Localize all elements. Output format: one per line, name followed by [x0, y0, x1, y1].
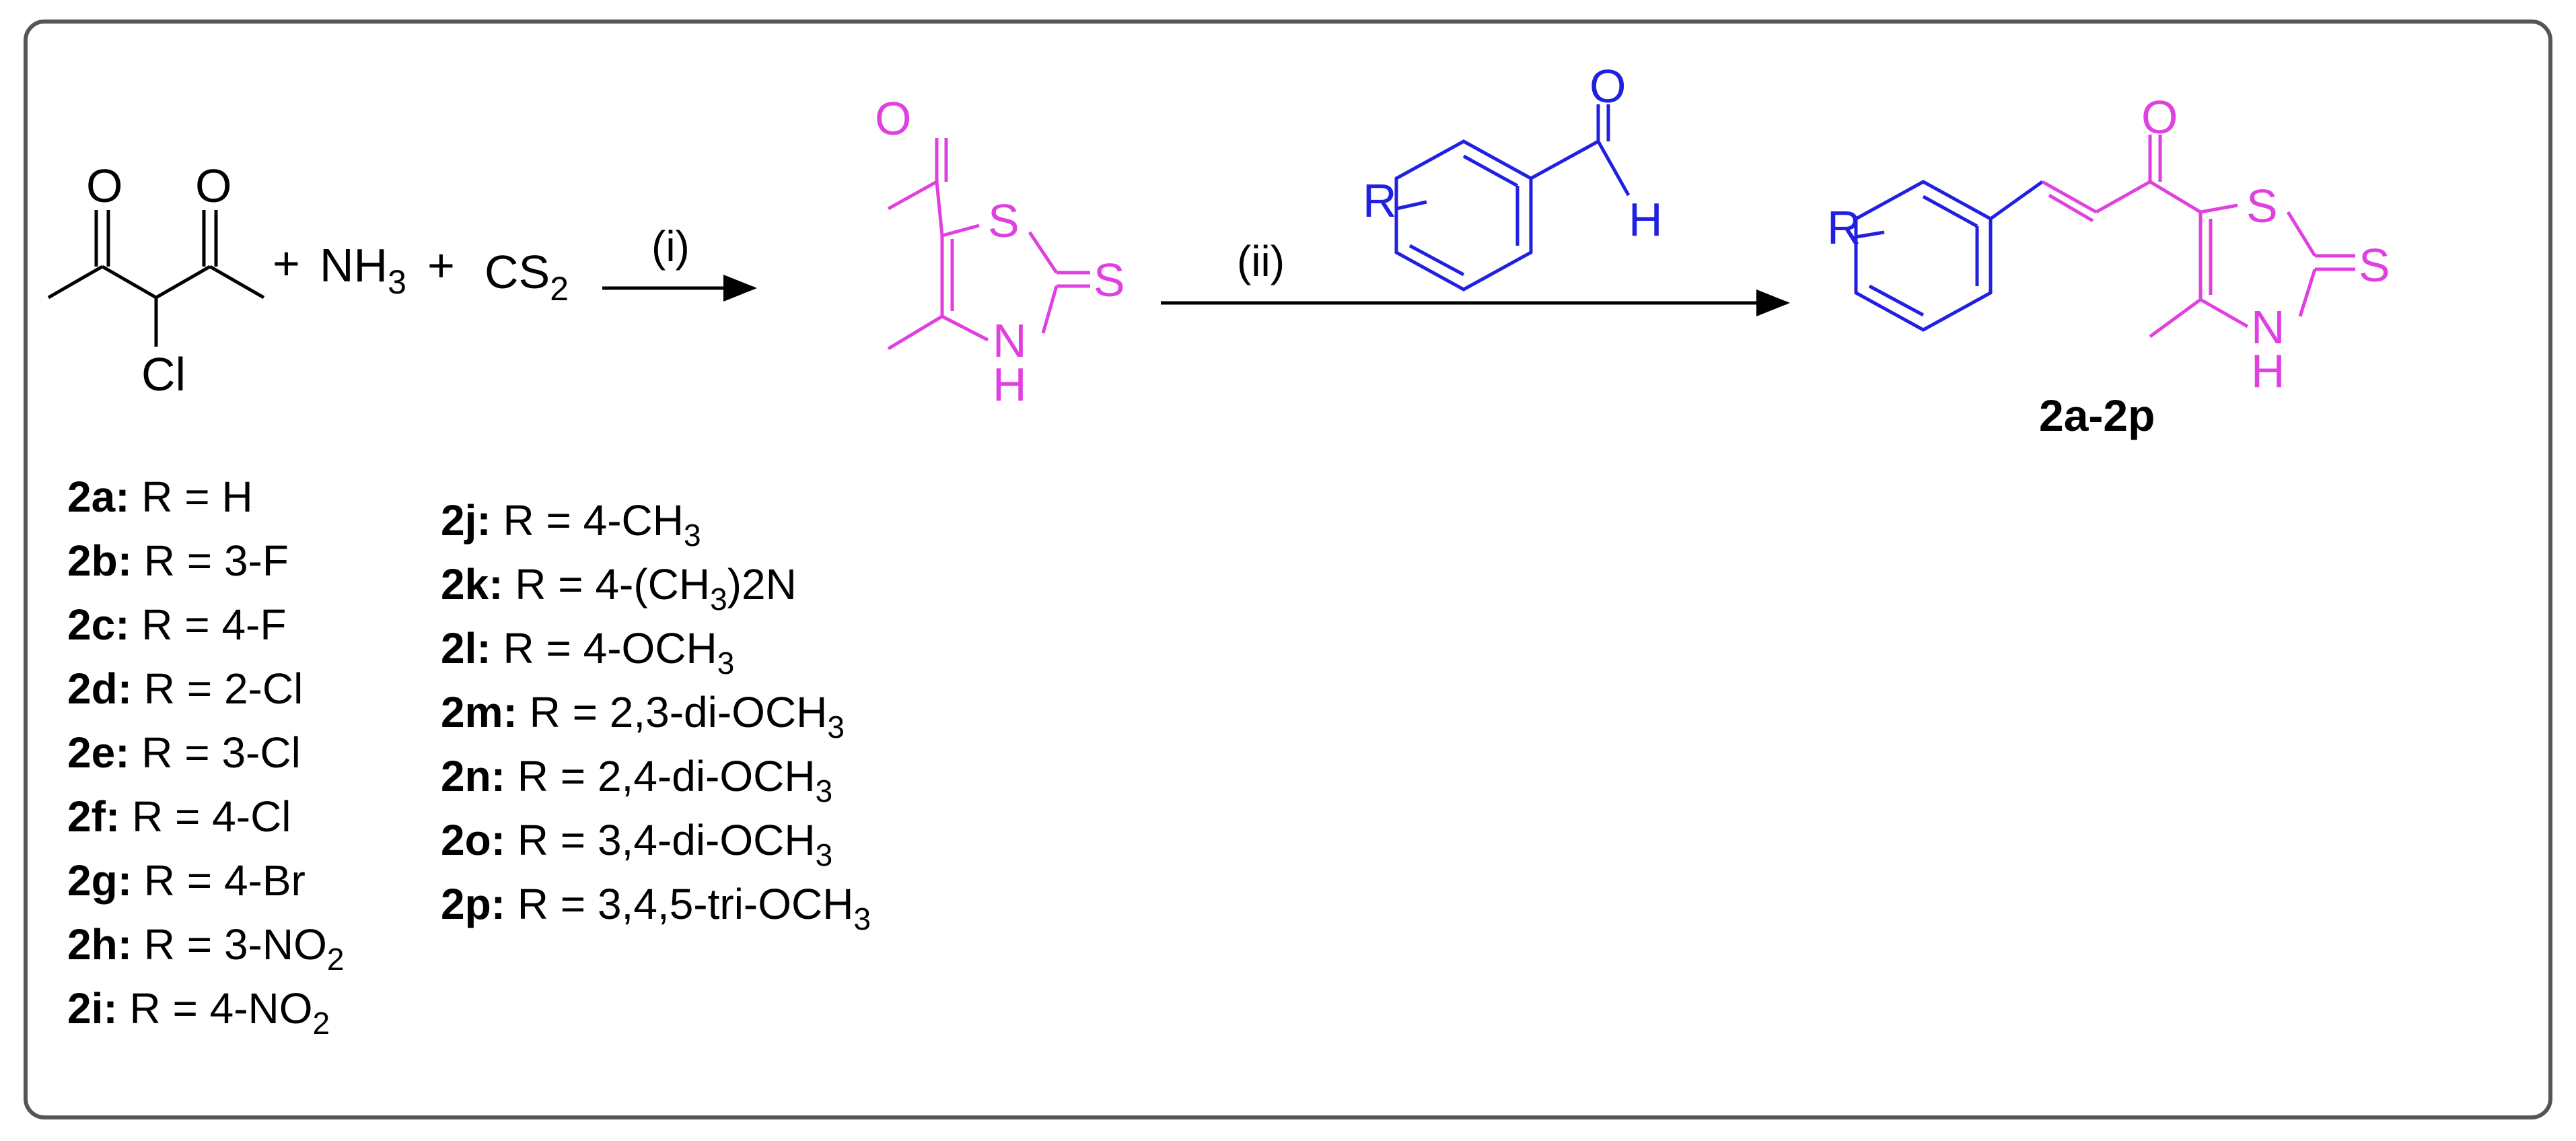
substituent-value: R = 4-(CH: [503, 560, 711, 609]
atom-oxygen-1: O: [86, 160, 122, 212]
product-atom-sulfur-thione: S: [2359, 239, 2390, 291]
substituent-entry-2b: 2b: R = 3-F: [67, 537, 289, 585]
atom-chlorine: Cl: [141, 348, 186, 401]
product-atom-hydrogen: H: [2251, 345, 2285, 397]
substituent-entry-2o: 2o: R = 3,4-di-OCH3: [441, 816, 832, 872]
substituent-entry-2f: 2f: R = 4-Cl: [67, 792, 291, 841]
product-compound-label: 2a-2p: [2039, 390, 2155, 440]
reactant-chlorodiketone: [47, 210, 265, 347]
product-atom-r: R: [1827, 201, 1861, 254]
compound-id: 2i:: [67, 984, 118, 1033]
substituent-entry-2g: 2g: R = 4-Br: [67, 856, 306, 905]
substituent-value: R = 4-OCH: [491, 624, 717, 672]
substituent-value: R = H: [130, 473, 253, 521]
substituent-subscript: 2: [327, 942, 345, 977]
aldehyde-atom-hydrogen: H: [1629, 193, 1663, 246]
condition-label-ii: (ii): [1237, 237, 1285, 285]
compound-id: 2j:: [441, 496, 491, 545]
intermediate-atom-hydrogen: H: [993, 358, 1027, 411]
scheme-frame: [24, 20, 2552, 1119]
substituted-benzaldehyde: [1394, 104, 1631, 291]
compound-id: 2e:: [67, 728, 130, 777]
substituent-tail: )2N: [727, 560, 797, 609]
substituent-subscript: 3: [684, 518, 701, 553]
intermediate-atom-sulfur-thione: S: [1094, 254, 1125, 306]
substituent-entry-2c: 2c: R = 4-F: [67, 600, 286, 649]
substituent-subscript: 3: [853, 901, 871, 936]
substituent-value: R = 2-Cl: [132, 664, 303, 713]
compound-id: 2n:: [441, 752, 505, 800]
substituent-entry-2a: 2a: R = H: [67, 473, 253, 521]
substituent-entry-2j: 2j: R = 4-CH3: [441, 496, 701, 553]
substituent-value: R = 4-Cl: [120, 792, 291, 841]
compound-id: 2h:: [67, 920, 132, 969]
product-atom-nitrogen: N: [2251, 301, 2285, 353]
substituent-value: R = 3-F: [132, 537, 289, 585]
atom-oxygen-2: O: [195, 160, 231, 212]
substituent-list: 2a: R = H2b: R = 3-F2c: R = 4-F2d: R = 2…: [67, 473, 871, 1041]
compound-id: 2g:: [67, 856, 132, 905]
compound-id: 2k:: [441, 560, 503, 609]
substituent-subscript: 3: [816, 773, 833, 808]
substituent-entry-2p: 2p: R = 3,4,5-tri-OCH3: [441, 880, 871, 936]
product-atom-sulfur-ring: S: [2246, 180, 2278, 232]
substituent-subscript: 3: [816, 837, 833, 872]
substituent-subscript: 2: [313, 1006, 330, 1041]
substituent-value: R = 4-Br: [132, 856, 306, 905]
compound-id: 2o:: [441, 816, 505, 864]
substituent-subscript: 3: [827, 710, 845, 745]
substituent-value: R = 4-CH: [491, 496, 684, 545]
condition-label-i: (i): [651, 222, 690, 271]
compound-id: 2c:: [67, 600, 130, 649]
intermediate-acetyl-thiazolethione: [887, 138, 1090, 351]
substituent-entry-2h: 2h: R = 3-NO2: [67, 920, 344, 977]
substituent-value: R = 3-Cl: [130, 728, 301, 777]
substituent-subscript: 3: [710, 582, 727, 617]
substituent-entry-2m: 2m: R = 2,3-di-OCH3: [441, 688, 845, 745]
compound-id: 2d:: [67, 664, 132, 713]
substituent-subscript: 3: [717, 646, 735, 681]
carbon-disulfide-formula: CS2: [485, 246, 569, 308]
product-enone-thiazolethione: [2041, 135, 2355, 339]
substituent-value: R = 2,3-di-OCH: [517, 688, 828, 736]
substituent-entry-2k: 2k: R = 4-(CH3)2N: [441, 560, 797, 617]
substituent-value: R = 3,4,5-tri-OCH: [505, 880, 853, 928]
intermediate-atom-sulfur-ring: S: [988, 195, 1019, 247]
compound-id: 2p:: [441, 880, 505, 928]
product-aryl-ring: [1854, 180, 2044, 332]
compound-id: 2m:: [441, 688, 517, 736]
substituent-entry-2i: 2i: R = 4-NO2: [67, 984, 330, 1041]
substituent-entry-2e: 2e: R = 3-Cl: [67, 728, 301, 777]
substituent-value: R = 2,4-di-OCH: [505, 752, 816, 800]
intermediate-atom-oxygen: O: [875, 92, 911, 145]
product-atom-oxygen: O: [2141, 91, 2178, 143]
substituent-entry-2n: 2n: R = 2,4-di-OCH3: [441, 752, 832, 808]
plus-sign-1: +: [273, 237, 300, 289]
substituent-value: R = 4-NO: [118, 984, 313, 1033]
aldehyde-atom-r: R: [1363, 174, 1397, 227]
compound-id: 2l:: [441, 624, 491, 672]
intermediate-atom-nitrogen: N: [993, 314, 1027, 367]
substituent-entry-2l: 2l: R = 4-OCH3: [441, 624, 734, 681]
ammonia-formula: NH3: [320, 239, 406, 301]
substituent-value: R = 3,4-di-OCH: [505, 816, 816, 864]
compound-id: 2f:: [67, 792, 120, 841]
plus-sign-2: +: [427, 239, 455, 291]
compound-id: 2b:: [67, 537, 132, 585]
substituent-entry-2d: 2d: R = 2-Cl: [67, 664, 303, 713]
compound-id: 2a:: [67, 473, 130, 521]
substituent-value: R = 4-F: [130, 600, 287, 649]
substituent-value: R = 3-NO: [132, 920, 327, 969]
aldehyde-atom-oxygen: O: [1589, 60, 1626, 112]
